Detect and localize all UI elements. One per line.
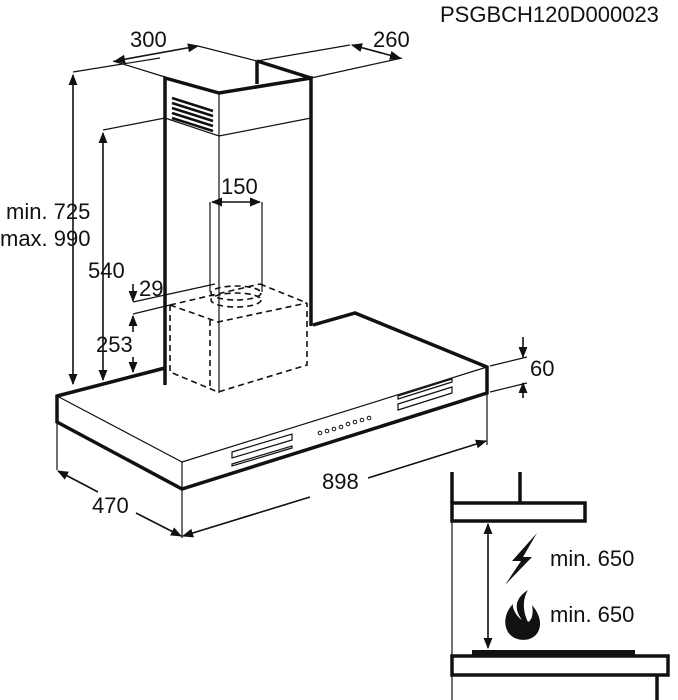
- dim-motor-height: 253: [96, 332, 133, 357]
- dim-chimney-width: 300: [130, 27, 167, 52]
- vent-slats-icon: [171, 96, 214, 133]
- diagram-code: PSGBCH120D000023: [440, 2, 659, 27]
- control-buttons-icon: [317, 415, 372, 436]
- dim-duct-diameter: 150: [221, 174, 258, 199]
- dim-hood-height: 60: [530, 356, 554, 381]
- dim-height-max: max. 990: [0, 226, 91, 251]
- dim-hood-width: 898: [322, 469, 359, 494]
- clearance-inset: [450, 472, 670, 700]
- control-panel: [231, 378, 453, 467]
- chimney: [163, 59, 313, 393]
- dimension-lines: [56, 43, 528, 538]
- dim-height-min: min. 725: [6, 199, 90, 224]
- dim-duct-offset: 29: [139, 276, 163, 301]
- dim-hood-depth: 470: [92, 493, 129, 518]
- dim-chimney-depth: 260: [373, 27, 410, 52]
- motor-box-hidden: [169, 202, 308, 393]
- clearance-gas-label: min. 650: [550, 602, 634, 627]
- clearance-electric-label: min. 650: [550, 546, 634, 571]
- hood-body: [55, 311, 489, 491]
- dim-lower-chimney: 540: [88, 258, 125, 283]
- electric-hob-icon: [505, 533, 537, 585]
- gas-hob-flame-icon: [505, 590, 541, 640]
